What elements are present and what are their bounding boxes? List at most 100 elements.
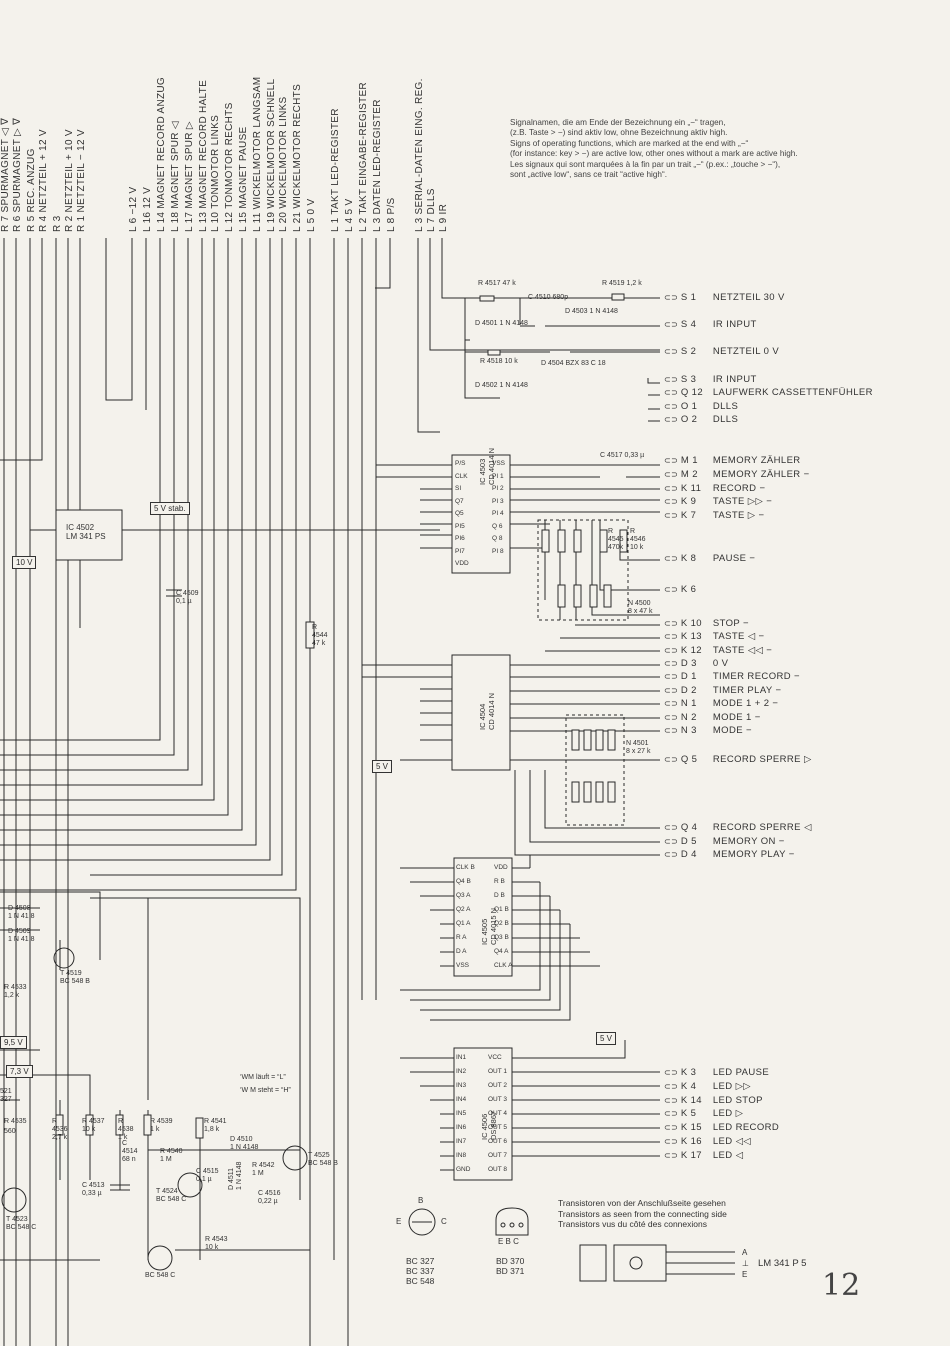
connector-code: K 4 [680, 1081, 697, 1092]
connector-label: RECORD SPERRE ▷ [712, 754, 812, 765]
five-volt-stab-box: 5 V stab. [150, 502, 190, 515]
connector-label: MODE − [712, 725, 752, 736]
t4519-label: T 4519 BC 548 B [60, 970, 90, 985]
top-label: L 11 WICKELMOTOR LANGSAM [252, 76, 263, 232]
ic-pin-label: OUT 4 [488, 1110, 508, 1117]
connector-label: NETZTEIL 30 V [712, 292, 785, 303]
connector-code: Q 5 [680, 754, 698, 765]
ic-pin-label: CLK B [456, 864, 475, 871]
ic-pin-label: OUT 2 [488, 1082, 508, 1089]
lm-pin-e: E [742, 1270, 748, 1279]
ic-pin-label: OUT 1 [488, 1068, 508, 1075]
connector-label: NETZTEIL 0 V [712, 346, 780, 357]
ic4506-wiring [400, 1040, 660, 1181]
top-label: L 21 WICKELMOTOR RECHTS [292, 83, 303, 232]
connector-arrow-icon: ⊂⊃ [664, 1151, 681, 1160]
connector-arrow-icon: ⊂⊃ [664, 619, 681, 628]
top-label: L 9 IR [438, 203, 449, 232]
r4540-label: R 4540 1 M [160, 1148, 183, 1163]
connector-label: STOP − [712, 618, 749, 629]
ic-pin-label: Q4 A [494, 948, 509, 955]
r4521-label: 521 327 [0, 1088, 12, 1103]
ic-pin-label: PI 4 [492, 510, 504, 517]
connector-arrow-icon: ⊂⊃ [664, 1137, 681, 1146]
connector-label: RECORD − [712, 483, 766, 494]
top-label: R 3 [52, 215, 63, 232]
ic-pin-label: D B [494, 892, 505, 899]
connector-label: DLLS [712, 414, 739, 425]
ic-pin-label: Q1 B [494, 906, 509, 913]
connector-label: IR INPUT [712, 319, 757, 330]
note-line: Les signaux qui sont marquées à la fin p… [510, 159, 781, 169]
connector-arrow-icon: ⊂⊃ [664, 511, 681, 520]
r4541-label: R 4541 1,8 k [204, 1118, 227, 1133]
n4501-label: N 4501 8 x 27 k [626, 740, 651, 755]
top-label: L 19 WICKELMOTOR SCHNELL [266, 78, 277, 232]
r4546-label: R 4546 10 k [630, 528, 646, 551]
ic-pin-label: Q7 [455, 497, 464, 505]
connector-arrow-icon: ⊂⊃ [664, 713, 681, 722]
connector-code: K 14 [680, 1095, 702, 1106]
connector-label: RECORD SPERRE ◁ [712, 822, 812, 833]
connector-code: K 7 [680, 510, 697, 521]
transistor-pinouts [408, 1207, 735, 1282]
top-label: L 8 P/S [386, 197, 397, 232]
connector-arrow-icon: ⊂⊃ [664, 686, 681, 695]
c4516-label: C 4516 0,22 µ [258, 1190, 281, 1205]
ic-pin-label: IN2 [456, 1068, 467, 1075]
ic-pin-label: R A [456, 934, 467, 941]
regulator-block [30, 509, 440, 1200]
r4536-label: R 4536 2,7 k [52, 1118, 68, 1141]
five-volt-box-b: 5 V [596, 1032, 617, 1045]
connector-arrow-icon: ⊂⊃ [664, 554, 681, 563]
connector-arrow-icon: ⊂⊃ [664, 456, 681, 465]
connector-code: K 11 [680, 483, 702, 494]
connector-code: K 16 [680, 1136, 702, 1147]
connector-arrow-icon: ⊂⊃ [664, 415, 681, 424]
ic-pin-label: SI [455, 485, 462, 492]
r4533-label: R 4533 1,2 k [4, 984, 27, 999]
connector-label: LED ◁ [712, 1150, 744, 1161]
connector-code: K 15 [680, 1122, 702, 1133]
connector-label: MEMORY ZÄHLER [712, 455, 801, 466]
ic-pin-label: PI6 [455, 535, 465, 542]
connector-arrow-icon: ⊂⊃ [664, 646, 681, 655]
r4539-label: R 4539 1 k [150, 1118, 173, 1133]
connector-arrow-icon: ⊂⊃ [664, 347, 681, 356]
connector-code: Q 12 [680, 387, 704, 398]
connector-label: LED ▷ [712, 1108, 744, 1119]
ic-pin-label: IN1 [456, 1054, 467, 1061]
connector-arrow-icon: ⊂⊃ [664, 320, 681, 329]
ic-pin-label: GND [456, 1166, 471, 1173]
ic-pin-label: OUT 6 [488, 1138, 508, 1145]
d4510-label: D 4510 1 N 4148 [230, 1136, 259, 1151]
ic-pin-label: VDD [494, 864, 508, 871]
connector-label: LED PAUSE [712, 1067, 770, 1078]
nine-five-volt-box: 9,5 V [0, 1036, 27, 1049]
ic-pin-label: PI 3 [492, 497, 504, 505]
r4517-label: R 4517 47 k [478, 280, 516, 287]
top-label: R 4 NETZTEIL + 12 V [38, 129, 49, 232]
ic-pin-label: IN6 [456, 1124, 467, 1131]
ic-pin-label: PI 2 [492, 485, 504, 492]
ic-pin-label: VDD [455, 560, 469, 567]
connector-label: LED ▷▷ [712, 1081, 751, 1092]
note-line: (for instance: key > −) are active low, … [510, 149, 798, 159]
c4513-label: C 4513 0,33 µ [82, 1182, 105, 1197]
ic-pin-label: PI7 [455, 547, 465, 555]
connector-code: S 2 [680, 346, 697, 357]
